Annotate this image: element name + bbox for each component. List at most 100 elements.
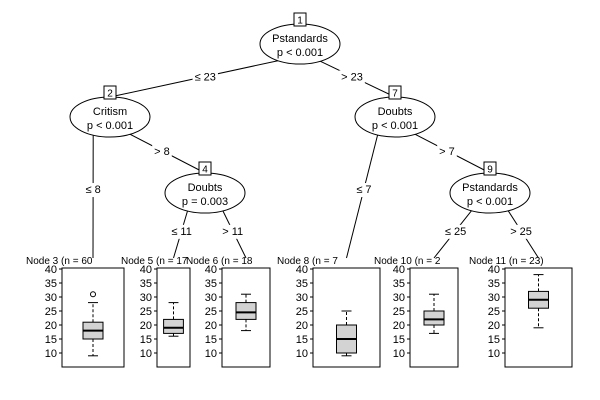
node-variable: Pstandards xyxy=(462,182,518,194)
y-tick-label: 30 xyxy=(296,292,308,304)
y-tick-label: 25 xyxy=(140,306,152,318)
node-variable: Critism xyxy=(93,106,127,118)
y-tick-label: 15 xyxy=(393,334,405,346)
iqr-box xyxy=(163,318,184,334)
terminal-node-label: Node 6 (n = 18 xyxy=(186,256,253,267)
y-tick-label: 40 xyxy=(205,264,217,276)
edge-label-7-8: ≤ 7 xyxy=(354,183,374,198)
terminal-node-label: Node 10 (n = 2 xyxy=(374,256,441,267)
y-tick-label: 35 xyxy=(296,278,308,290)
edge-label-1-7: > 23 xyxy=(339,70,365,85)
y-tick-label: 10 xyxy=(45,348,57,360)
y-tick-label: 35 xyxy=(205,278,217,290)
node-pvalue: p = 0.003 xyxy=(182,196,228,208)
y-tick-label: 40 xyxy=(45,264,57,276)
y-tick-label: 20 xyxy=(205,320,217,332)
inner-node-7: Doubts p < 0.001 7 xyxy=(354,85,436,138)
node-id: 4 xyxy=(202,165,208,176)
y-tick-label: 25 xyxy=(393,306,405,318)
y-tick-label: 25 xyxy=(45,306,57,318)
svg-text:> 11: > 11 xyxy=(222,226,243,238)
y-tick-label: 15 xyxy=(45,334,57,346)
edge-label-4-6: > 11 xyxy=(220,224,246,239)
svg-text:≤ 7: ≤ 7 xyxy=(356,184,371,196)
edge-label-7-9: > 7 xyxy=(437,144,457,159)
edge-label-2-4: > 8 xyxy=(152,144,172,159)
y-tick-label: 25 xyxy=(296,306,308,318)
svg-text:> 23: > 23 xyxy=(341,71,363,83)
node-id: 9 xyxy=(487,165,493,176)
svg-text:≤ 11: ≤ 11 xyxy=(171,226,192,238)
node-pvalue: p < 0.001 xyxy=(277,47,323,59)
edge-labels: ≤ 23 > 23 ≤ 8 > 8 ≤ 11 > 11 ≤ 7 > 7 ≤ 25 > 25 xyxy=(83,70,534,239)
node-id-box xyxy=(103,85,117,100)
y-tick-label: 15 xyxy=(140,334,152,346)
inner-node-4: Doubts p = 0.003 4 xyxy=(164,161,246,214)
svg-text:> 25: > 25 xyxy=(510,226,532,238)
node-variable: Doubts xyxy=(188,182,223,194)
y-tick-label: 10 xyxy=(140,348,152,360)
y-tick-label: 35 xyxy=(45,278,57,290)
y-tick-label: 10 xyxy=(488,348,500,360)
edge-label-1-2: ≤ 23 xyxy=(192,70,218,85)
y-tick-label: 20 xyxy=(296,320,308,332)
y-tick-label: 40 xyxy=(393,264,405,276)
edge-label-9-11: > 25 xyxy=(508,224,534,239)
y-tick-label: 35 xyxy=(488,278,500,290)
node-pvalue: p < 0.001 xyxy=(372,120,418,132)
y-tick-label: 30 xyxy=(45,292,57,304)
svg-text:≤ 25: ≤ 25 xyxy=(445,226,466,238)
inner-node-2: Critism p < 0.001 2 xyxy=(69,85,151,138)
node-id: 7 xyxy=(392,89,398,100)
svg-text:≤ 8: ≤ 8 xyxy=(86,184,101,196)
terminal-node-label: Node 8 (n = 7 xyxy=(277,256,338,267)
y-tick-label: 15 xyxy=(205,334,217,346)
boxplot-panel xyxy=(61,267,125,368)
y-tick-label: 10 xyxy=(296,348,308,360)
iqr-box xyxy=(423,310,445,326)
svg-text:> 7: > 7 xyxy=(439,146,455,158)
iqr-box xyxy=(235,302,257,320)
node-id-box xyxy=(293,12,307,27)
y-tick-label: 25 xyxy=(488,306,500,318)
y-tick-label: 10 xyxy=(205,348,217,360)
terminal-node-label: Node 3 (n = 60 xyxy=(26,256,93,267)
tree-edges xyxy=(92,59,539,259)
y-tick-label: 10 xyxy=(393,348,405,360)
y-tick-label: 30 xyxy=(488,292,500,304)
node-id-box xyxy=(483,161,497,176)
node-id-box xyxy=(388,85,402,100)
svg-text:> 8: > 8 xyxy=(154,146,170,158)
y-tick-label: 20 xyxy=(140,320,152,332)
y-tick-label: 40 xyxy=(140,264,152,276)
node-id-box xyxy=(198,161,212,176)
y-tick-label: 25 xyxy=(205,306,217,318)
y-tick-label: 15 xyxy=(488,334,500,346)
y-tick-label: 15 xyxy=(296,334,308,346)
node-pvalue: p < 0.001 xyxy=(467,196,513,208)
y-tick-label: 30 xyxy=(140,292,152,304)
terminal-node-label: Node 5 (n = 17 xyxy=(121,256,188,267)
node-variable: Pstandards xyxy=(272,33,328,45)
node-variable: Doubts xyxy=(378,106,413,118)
edge-label-2-3: ≤ 8 xyxy=(83,183,103,198)
outlier-point xyxy=(90,291,96,298)
node-id: 2 xyxy=(107,89,113,100)
svg-text:≤ 23: ≤ 23 xyxy=(195,71,216,83)
y-tick-label: 20 xyxy=(488,320,500,332)
y-tick-label: 30 xyxy=(393,292,405,304)
edge-label-4-5: ≤ 11 xyxy=(169,224,194,239)
terminal-node-label: Node 11 (n = 23) xyxy=(469,256,544,267)
node-pvalue: p < 0.001 xyxy=(87,120,133,132)
edge-label-9-10: ≤ 25 xyxy=(442,224,469,239)
